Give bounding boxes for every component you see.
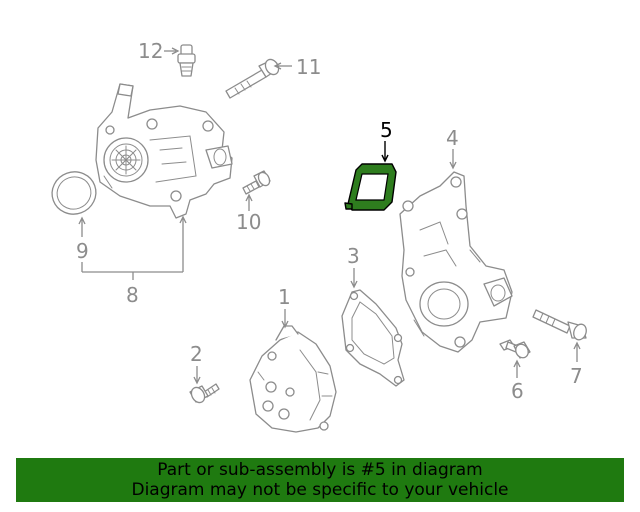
part-2-bolt[interactable] [189, 383, 220, 405]
info-banner: Part or sub-assembly is #5 in diagram Di… [16, 458, 624, 502]
leader-7 [573, 341, 581, 362]
leader-10 [245, 193, 253, 211]
leader-11 [273, 62, 292, 70]
callout-7: 7 [570, 364, 583, 388]
leader-12 [164, 47, 180, 55]
part-9-o-ring[interactable] [46, 166, 102, 221]
part-8-water-pump[interactable] [95, 83, 233, 219]
part-6-bolt[interactable] [499, 339, 531, 360]
banner-line-1: Part or sub-assembly is #5 in diagram [157, 460, 483, 480]
callout-12: 12 [138, 39, 163, 63]
callout-9: 9 [76, 239, 89, 263]
part-10-bolt[interactable] [242, 170, 272, 195]
part-7-bolt[interactable] [532, 309, 588, 342]
callout-1: 1 [278, 285, 291, 309]
callout-10: 10 [236, 210, 261, 234]
leader-6 [513, 359, 521, 378]
part-12-sensor[interactable] [177, 44, 196, 77]
part-3-gasket[interactable] [341, 289, 405, 387]
callout-3: 3 [347, 244, 360, 268]
part-4-front-cover[interactable] [399, 171, 513, 353]
part-1-oil-pump[interactable] [249, 325, 337, 433]
leader-4 [449, 149, 457, 170]
callout-8: 8 [126, 283, 139, 307]
callout-4: 4 [446, 126, 459, 150]
banner-line-2: Diagram may not be specific to your vehi… [131, 480, 509, 500]
leader-8 [81, 215, 187, 280]
callout-11: 11 [296, 55, 321, 79]
leader-3 [350, 268, 358, 289]
part-11-bolt[interactable] [225, 57, 281, 99]
callout-5: 5 [380, 118, 393, 142]
leader-5 [381, 141, 389, 163]
part-5-gasket-highlighted[interactable] [344, 163, 397, 211]
callout-6: 6 [511, 379, 524, 403]
leader-1 [281, 309, 289, 329]
leader-2 [193, 366, 201, 385]
leader-9 [78, 216, 86, 237]
callout-2: 2 [190, 342, 203, 366]
